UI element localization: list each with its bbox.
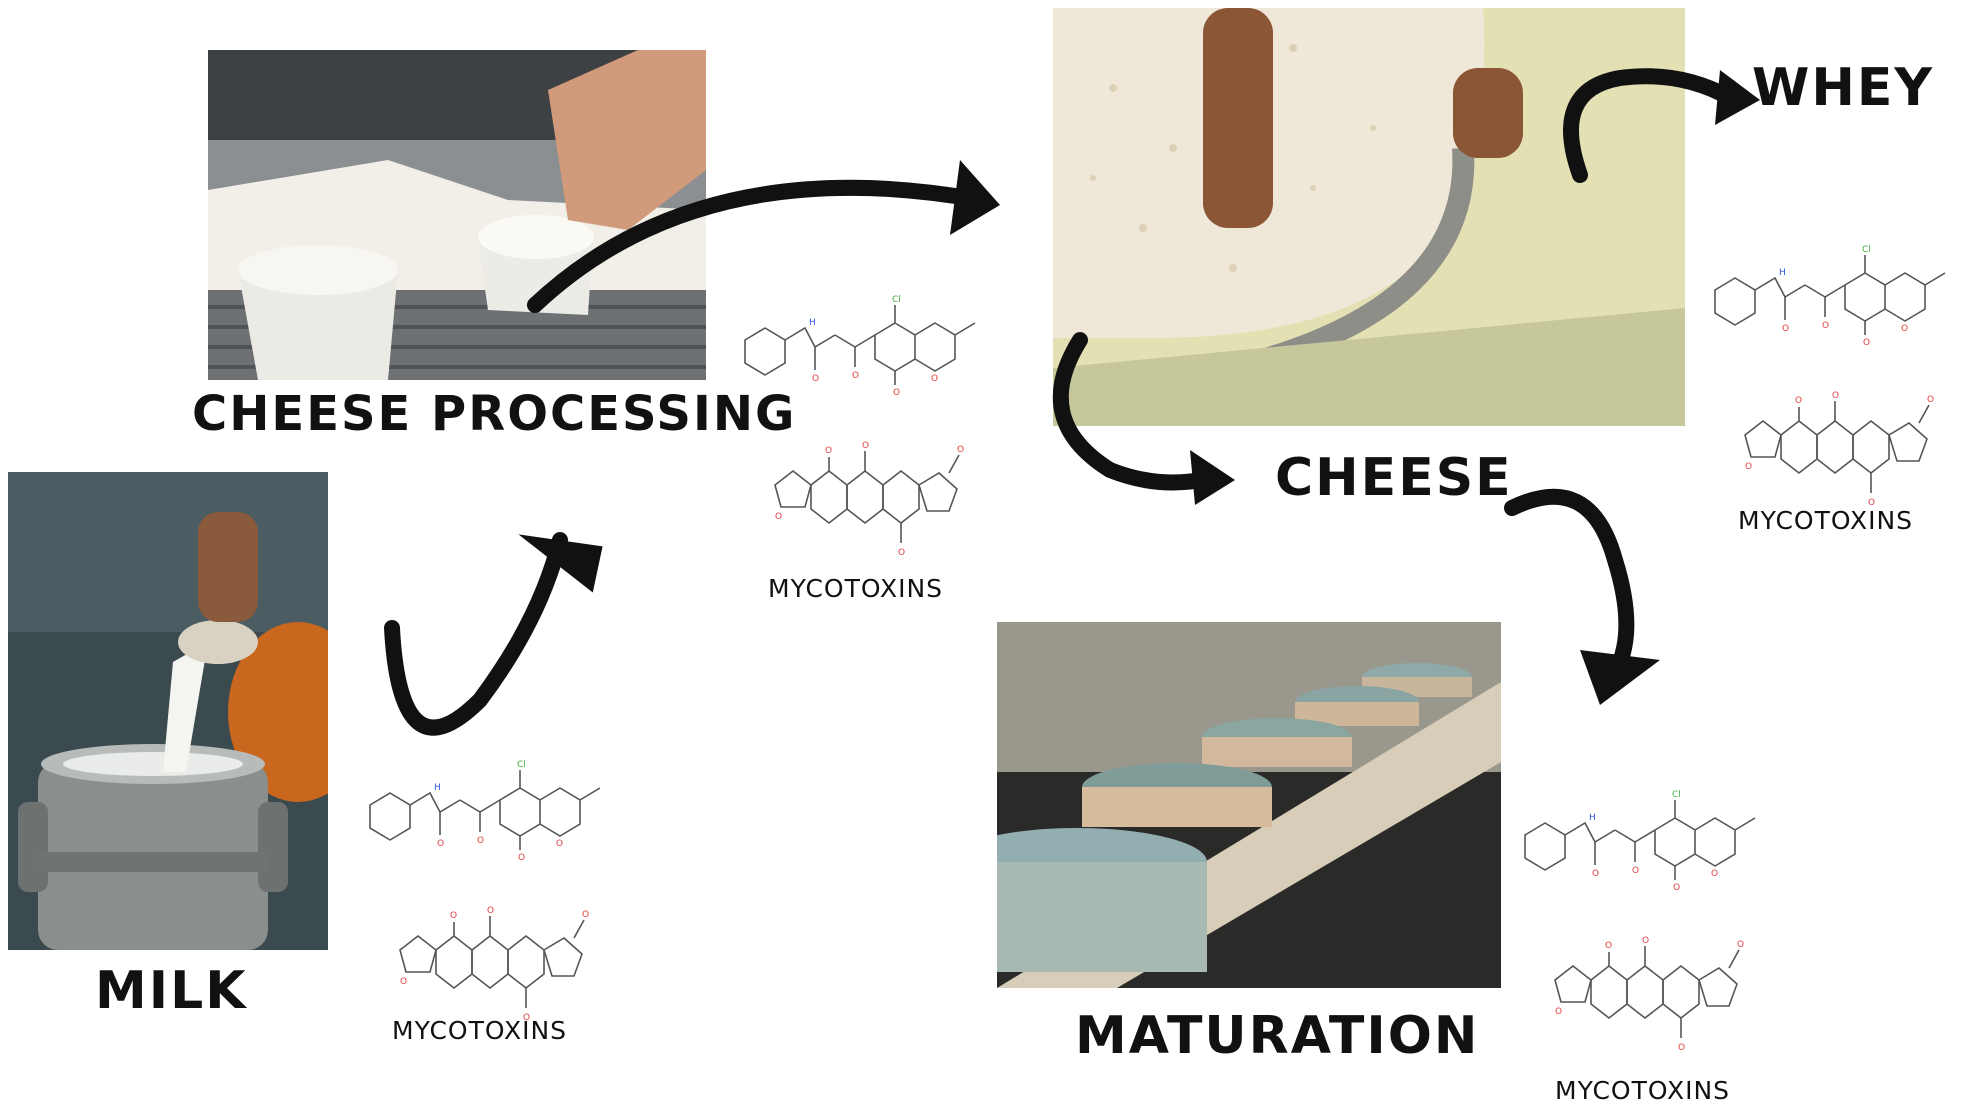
maturation-photo [997,622,1501,988]
milk-photo [8,472,328,950]
stage-label-maturation: MATURATION [1075,1006,1480,1066]
mycotoxins-label-maturation: MYCOTOXINS [1555,1076,1731,1105]
cheese-vat-photo [1053,8,1685,426]
mycotoxin-structure-whey [1714,244,1946,509]
arrow-milk-to-processing [384,532,568,736]
arrow-cheese-to-maturation [1504,488,1635,688]
stage-label-milk: MILK [95,961,248,1021]
mycotoxins-label-milk: MYCOTOXINS [392,1016,568,1045]
mycotoxin-structure-maturation [1524,789,1756,1054]
stage-label-whey: WHEY [1752,58,1935,118]
mycotoxins-label-processing: MYCOTOXINS [768,574,944,603]
mycotoxins-label-whey: MYCOTOXINS [1738,506,1914,535]
mycotoxin-structure-milk [369,759,601,1024]
stage-label-cheese: CHEESE [1275,448,1513,508]
arrow-vat-to-cheese [1052,332,1218,491]
stage-label-cheese-processing: CHEESE PROCESSING [192,386,797,442]
arrow-processing-to-vat [527,179,988,313]
arrow-vat-to-whey [1563,68,1738,183]
